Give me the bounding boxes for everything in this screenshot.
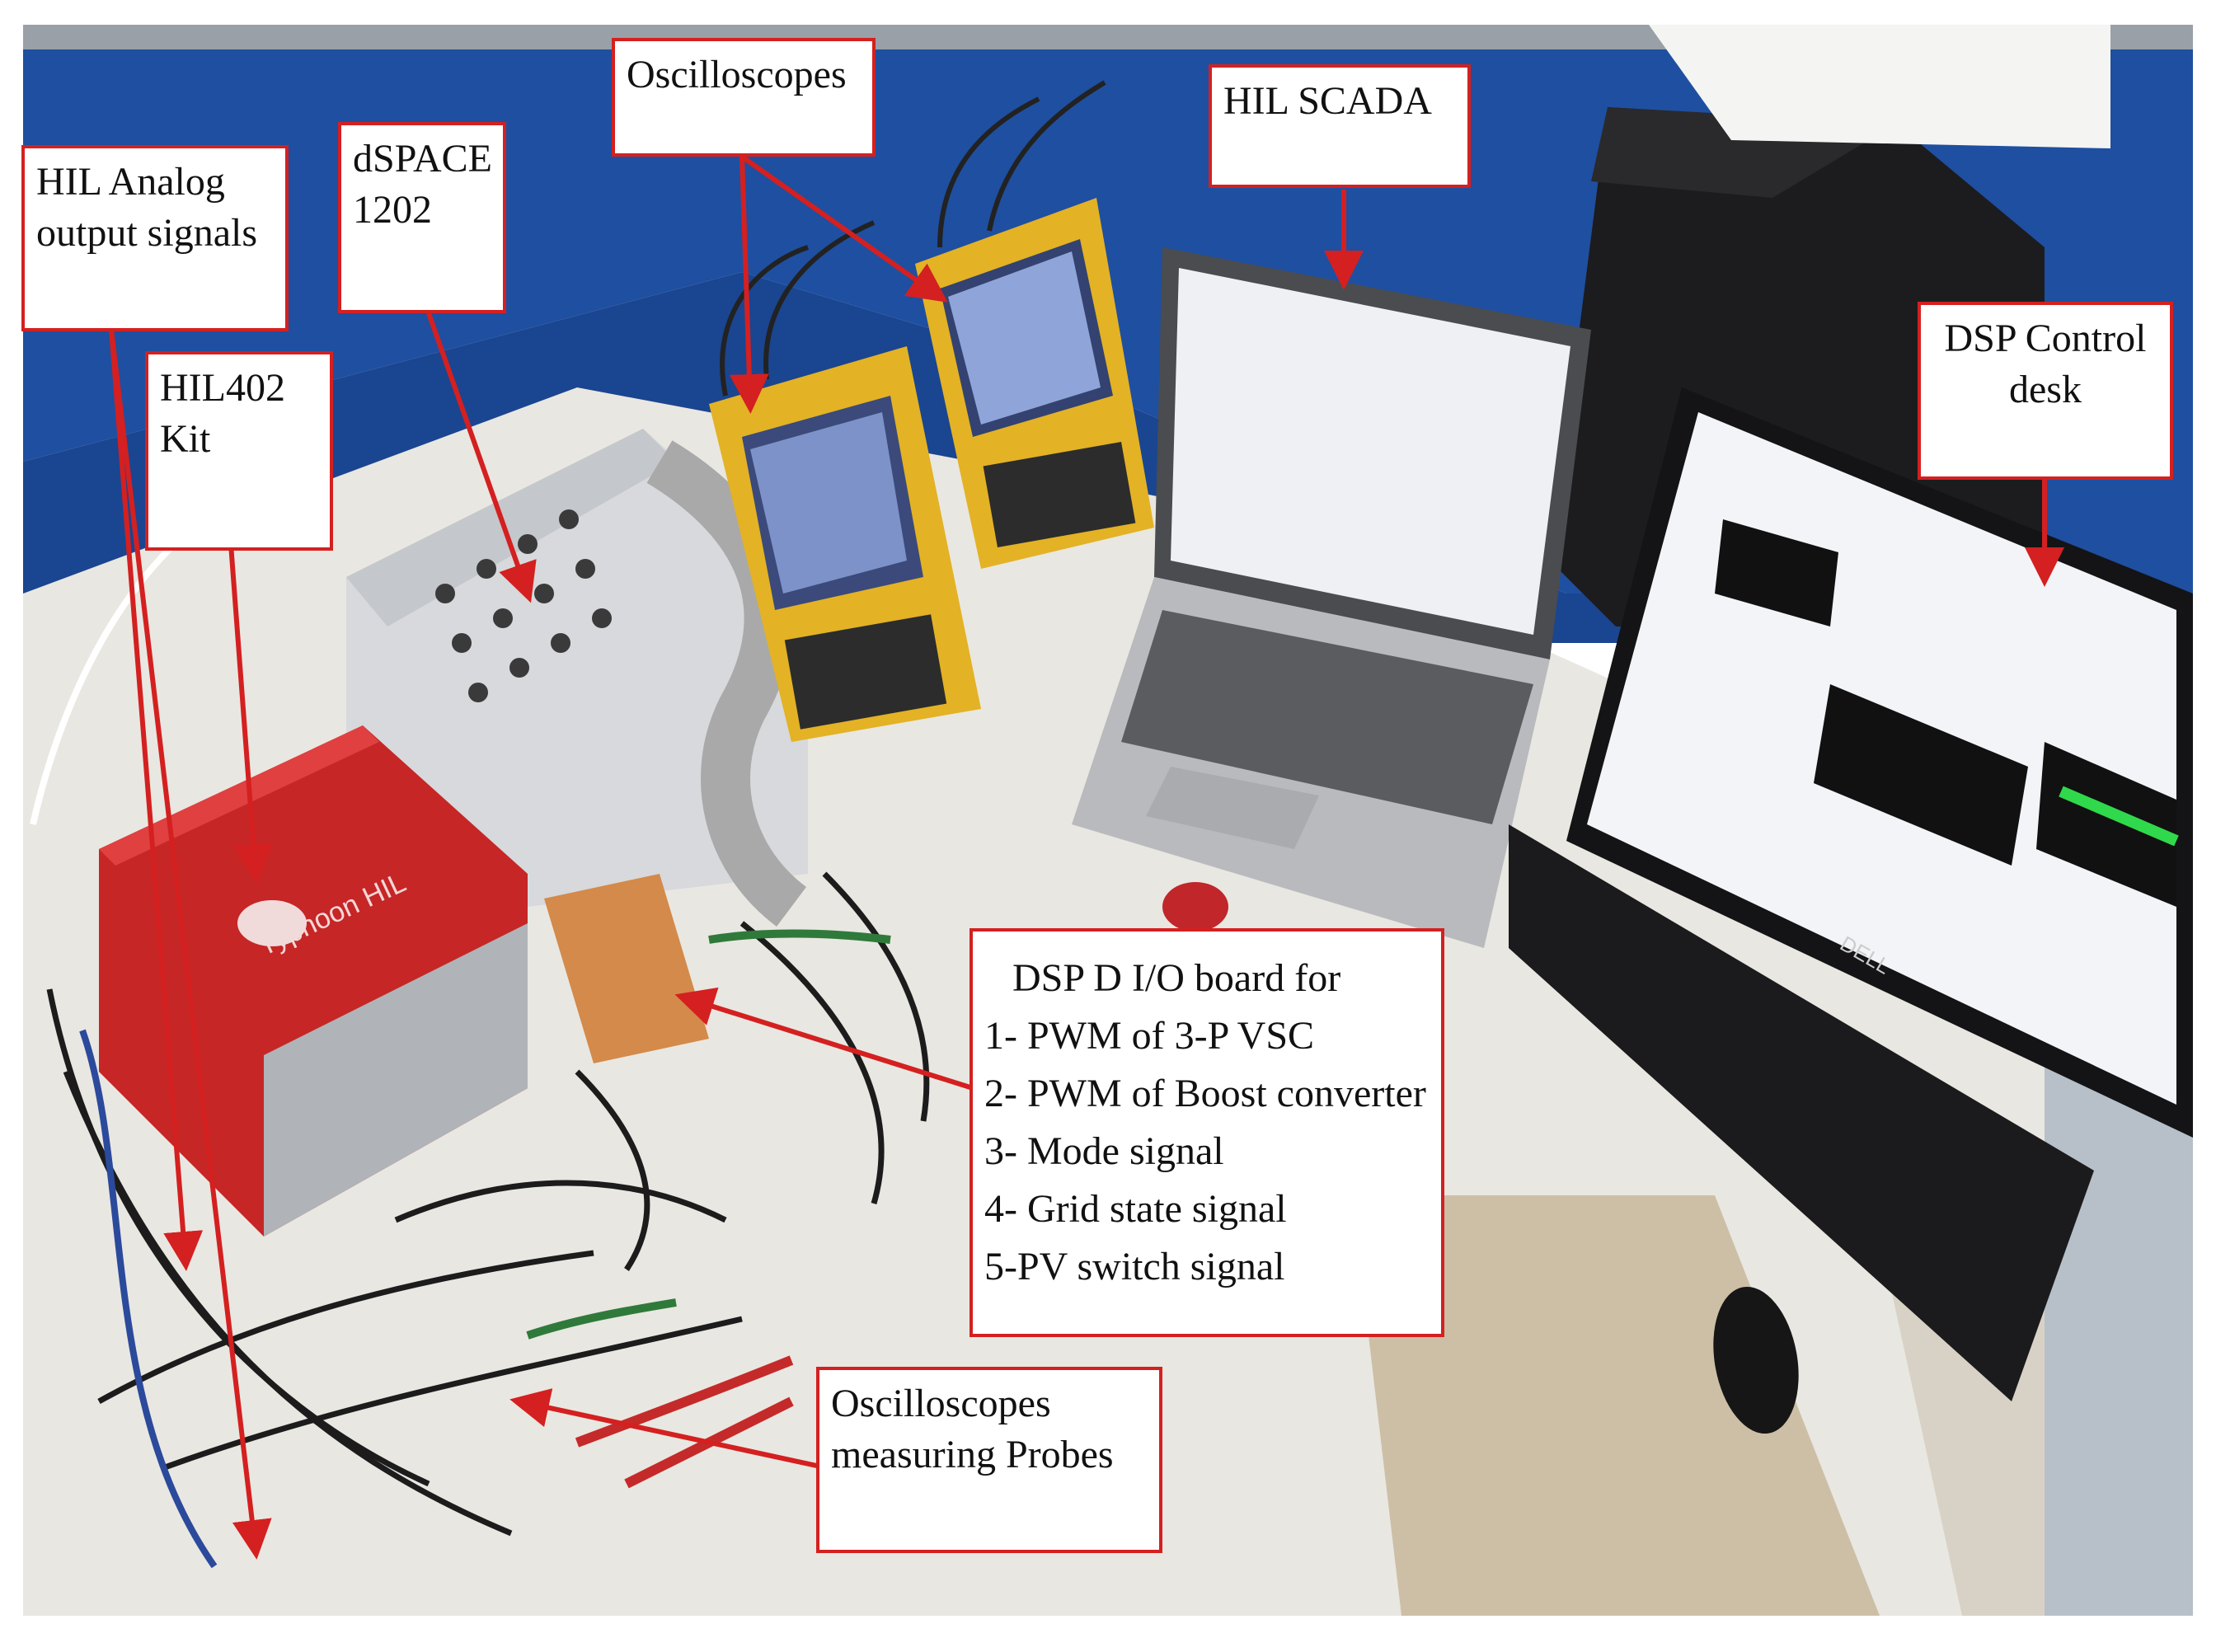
oscilloscope-left bbox=[709, 346, 981, 742]
mouse-black bbox=[1713, 1286, 1799, 1434]
elephant-logo-icon bbox=[237, 900, 307, 946]
label-line: measuring Probes bbox=[831, 1433, 1114, 1476]
label-hil-scada: HIL SCADA bbox=[1209, 64, 1471, 188]
label-dspace-1202: dSPACE 1202 bbox=[338, 122, 506, 313]
label-oscilloscopes: Oscilloscopes bbox=[612, 38, 876, 157]
label-line: 1- PWM of 3-P VSC bbox=[984, 1014, 1315, 1058]
label-line: 4- Grid state signal bbox=[984, 1187, 1287, 1231]
label-line: desk bbox=[2009, 368, 2082, 411]
label-oscilloscope-probes: Oscilloscopes measuring Probes bbox=[816, 1367, 1162, 1553]
label-line: HIL402 bbox=[160, 366, 285, 410]
label-line: 1202 bbox=[353, 188, 432, 232]
mouse-red bbox=[1162, 882, 1228, 932]
laptop bbox=[1072, 247, 1591, 948]
label-dsp-control-desk: DSP Control desk bbox=[1918, 302, 2173, 480]
label-line: DSP Control bbox=[1944, 317, 2147, 360]
label-dsp-dio-board: DSP D I/O board for 1- PWM of 3-P VSC 2-… bbox=[970, 928, 1444, 1337]
dio-breakout-board bbox=[544, 874, 709, 1063]
label-line: DSP D I/O board for bbox=[1012, 956, 1341, 1000]
label-line: Oscilloscopes bbox=[627, 53, 847, 96]
label-line: Kit bbox=[160, 417, 211, 461]
label-line: HIL SCADA bbox=[1223, 79, 1432, 123]
label-line: HIL Analog bbox=[36, 160, 225, 204]
label-hil-analog-output: HIL Analog output signals bbox=[21, 145, 289, 331]
label-line: 2- PWM of Boost converter bbox=[984, 1072, 1426, 1115]
label-line: Oscilloscopes bbox=[831, 1382, 1051, 1425]
label-line: dSPACE bbox=[353, 137, 492, 181]
label-line: 5-PV switch signal bbox=[984, 1245, 1285, 1288]
label-line: output signals bbox=[36, 211, 258, 255]
label-hil402-kit: HIL402 Kit bbox=[145, 351, 333, 551]
label-line: 3- Mode signal bbox=[984, 1129, 1224, 1173]
oscilloscope-right bbox=[915, 198, 1154, 569]
